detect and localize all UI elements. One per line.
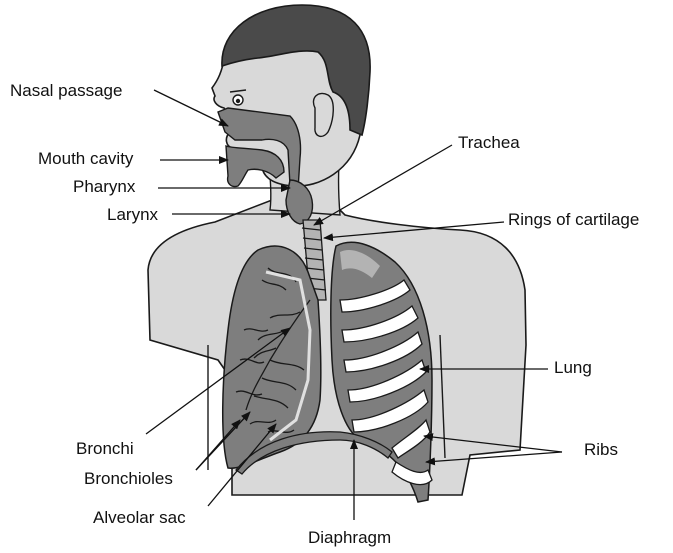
label-trachea: Trachea bbox=[458, 134, 520, 151]
label-bronchi: Bronchi bbox=[76, 440, 134, 457]
label-pharynx: Pharynx bbox=[73, 178, 135, 195]
label-nasal-passage: Nasal passage bbox=[10, 82, 122, 99]
label-larynx: Larynx bbox=[107, 206, 158, 223]
pupil bbox=[236, 99, 240, 103]
label-mouth-cavity: Mouth cavity bbox=[38, 150, 133, 167]
label-lung: Lung bbox=[554, 359, 592, 376]
label-bronchioles: Bronchioles bbox=[84, 470, 173, 487]
label-rings-of-cartilage: Rings of cartilage bbox=[508, 211, 639, 228]
label-alveolar-sac: Alveolar sac bbox=[93, 509, 186, 526]
label-ribs: Ribs bbox=[584, 441, 618, 458]
label-diaphragm: Diaphragm bbox=[308, 529, 391, 546]
